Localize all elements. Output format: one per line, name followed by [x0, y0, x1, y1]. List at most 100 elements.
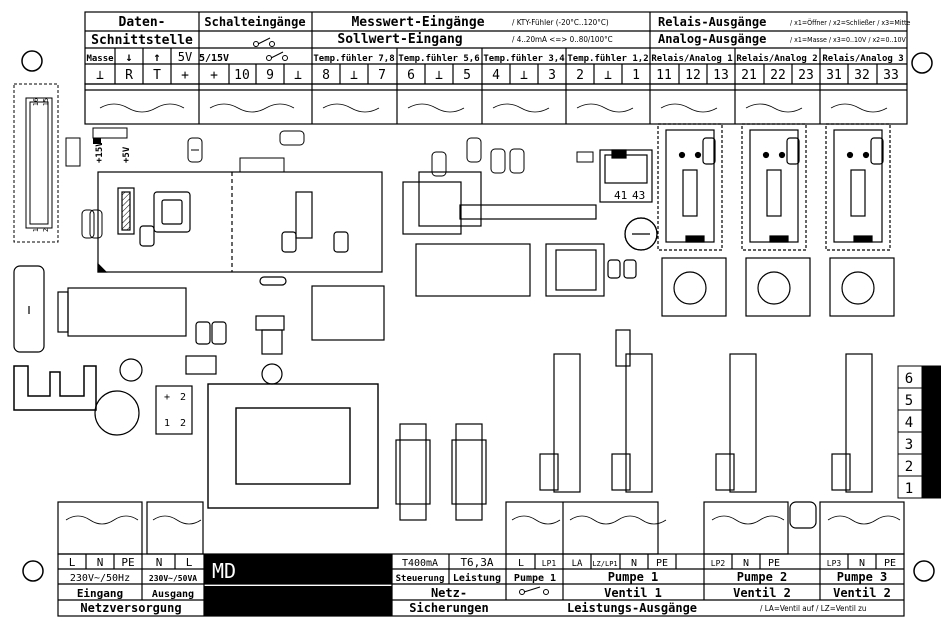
terminal-9: 9 [266, 68, 274, 83]
terminal-22: 22 [770, 68, 786, 83]
netzversorgung-label: Netzversorgung [80, 601, 181, 615]
p2-ventil: Ventil 2 [733, 586, 791, 600]
eingang-label: Eingang [77, 587, 123, 600]
v1-ventil: Ventil 1 [604, 586, 662, 600]
mounting-hole-top-left [21, 50, 43, 72]
terminal-31: 31 [826, 68, 842, 83]
v1-term-pe: PE [656, 558, 668, 569]
p3-term-lp3: LP3 [827, 559, 842, 568]
side-num-1: 1 [905, 481, 913, 497]
terminal-gnd-3: ⊥ [350, 68, 358, 83]
side-num-4: 4 [905, 415, 913, 431]
heatsink-clip [13, 365, 97, 411]
label-masse: Masse [86, 54, 114, 64]
out-n: N [156, 556, 163, 569]
out-l: L [186, 556, 193, 569]
connector-label-43: 43 [632, 189, 645, 202]
terminal-gnd: ⊥ [96, 68, 104, 83]
p3-term-pe: PE [884, 558, 896, 569]
p3-ventil: Ventil 2 [833, 586, 891, 600]
leistungs-ausgaenge-label: Leistungs-Ausgänge [567, 601, 697, 615]
relay-group [657, 123, 891, 251]
p1-switch-symbol [519, 586, 549, 595]
p3-term-n: N [859, 558, 865, 569]
p2-term-pe: PE [768, 558, 780, 569]
label-5-15v: 5/15V [199, 53, 229, 64]
p2-term-lp2: LP2 [711, 559, 726, 568]
mains-pe: PE [121, 556, 134, 569]
side-num-2: 2 [905, 459, 913, 475]
side-number-strip [897, 365, 941, 499]
bottom-terminal-blocks [57, 501, 905, 555]
sicherungen-label: Sicherungen [409, 601, 488, 615]
p2-term-n: N [743, 558, 749, 569]
cap-mark-2a: 2 [180, 392, 186, 403]
model-block-bottom [204, 586, 392, 616]
p2-pumpe: Pumpe 2 [737, 570, 788, 584]
terminal-gnd-6: ⊥ [604, 68, 612, 83]
transformer [207, 383, 379, 509]
model-block-top [204, 554, 392, 584]
terminal-gnd-4: ⊥ [435, 68, 443, 83]
ic-pin-1: 1 [32, 228, 40, 232]
header-sollwert-range: / 4..20mA <=> 0..80/100°C [512, 35, 613, 44]
v1-pumpe: Pumpe 1 [608, 570, 659, 584]
supply-pad [92, 127, 128, 139]
cap-mark-1: 1 [164, 418, 170, 429]
terminal-gnd-2: ⊥ [294, 68, 302, 83]
cap-mark-plus: + [164, 392, 170, 403]
terminal-12: 12 [685, 68, 701, 83]
main-component-block [97, 171, 383, 273]
ic-pin-16: 16 [32, 98, 40, 106]
header-messwert: Messwert-Eingänge [351, 15, 484, 30]
label-temp-34: Temp.fühler 3,4 [483, 54, 565, 64]
ic-socket [13, 83, 59, 243]
side-num-3: 3 [905, 437, 913, 453]
terminal-1: 1 [632, 68, 640, 83]
mounting-hole-top-right [911, 52, 933, 74]
footer-label-table [57, 553, 905, 617]
header-sollwert: Sollwert-Eingang [337, 32, 462, 47]
header-relais-note: / x1=Öffner / x2=Schließer / x3=Mitte [790, 18, 911, 27]
ic-pin-15: 15 [42, 98, 50, 106]
netz-label: Netz- [431, 586, 467, 600]
terminal-6: 6 [407, 68, 415, 83]
out-spec: 230V~/50VA [149, 574, 197, 583]
label-relais-1: Relais/Analog 1 [651, 53, 732, 64]
p1-term-lp1: LP1 [542, 559, 557, 568]
terminal-33: 33 [883, 68, 899, 83]
terminal-23: 23 [798, 68, 814, 83]
header-daten: Daten- [119, 15, 166, 30]
ic-pin-2: 2 [42, 228, 50, 232]
terminal-plus-a: + [181, 68, 189, 83]
left-components [13, 265, 385, 385]
terminal-10: 10 [234, 68, 250, 83]
side-num-6: 6 [905, 371, 913, 387]
terminal-r: R [125, 68, 133, 83]
v1-term-la: LA [572, 559, 583, 569]
supply-5v-label: +5V [122, 146, 132, 163]
cap-mark-2b: 2 [180, 418, 186, 429]
label-temp-78: Temp.fühler 7,8 [313, 54, 394, 64]
p3-pumpe: Pumpe 3 [837, 570, 888, 584]
fuse1-name: Steuerung [396, 574, 445, 584]
mains-n: N [97, 556, 104, 569]
potentiometer-group [661, 257, 895, 317]
terminal-32: 32 [854, 68, 870, 83]
terminal-gnd-5: ⊥ [520, 68, 528, 83]
mains-spec: 230V~/50Hz [70, 573, 130, 584]
label-up-arrow: ↑ [153, 50, 160, 64]
terminal-21: 21 [741, 68, 757, 83]
model-label: MD [212, 559, 236, 583]
header-schalteingaenge: Schalteingänge [204, 15, 305, 29]
connector-label-41: 41 [614, 189, 627, 202]
top-terminal-blocks [84, 83, 908, 125]
label-relais-3: Relais/Analog 3 [822, 53, 903, 64]
header-analog: Analog-Ausgänge [658, 32, 766, 46]
terminal-3: 3 [548, 68, 556, 83]
label-5v: 5V [178, 50, 192, 64]
fuse1-value: T400mA [402, 558, 438, 569]
fuse-holders [395, 423, 487, 521]
header-analog-note: / x1=Masse / x3=0..10V / x2=0..10V [790, 36, 906, 44]
mounting-hole-bottom-left [22, 560, 44, 582]
